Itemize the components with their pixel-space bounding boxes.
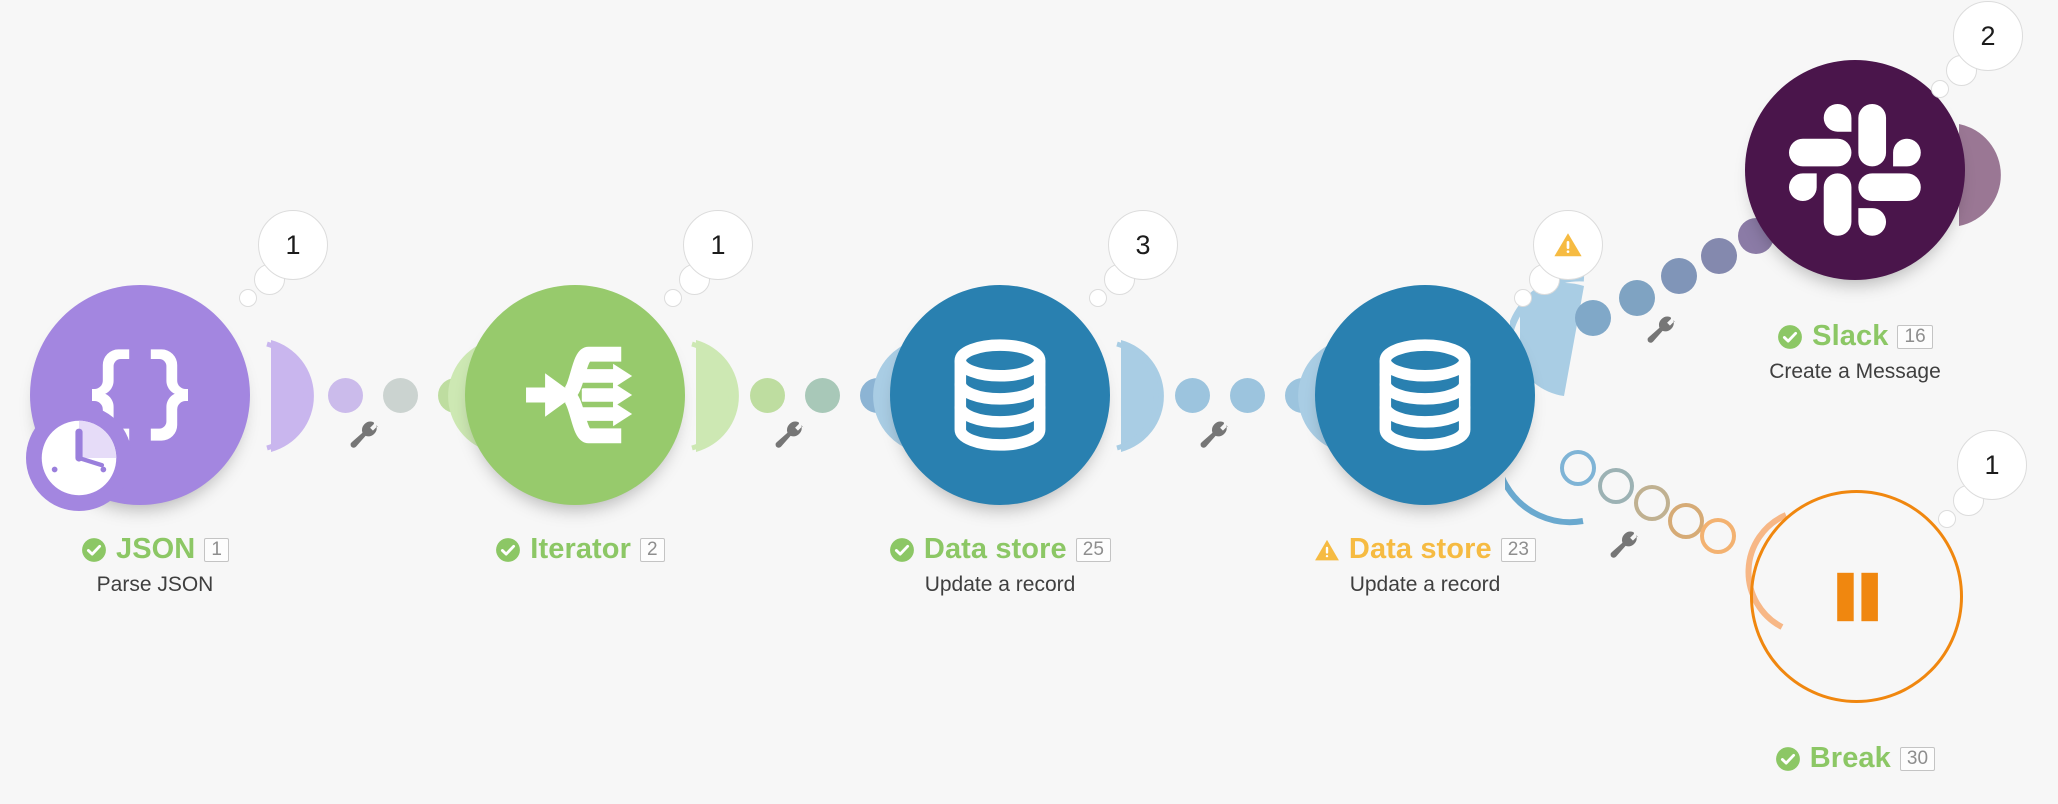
module-badge: 30	[1899, 746, 1936, 771]
module-name: Data store	[1348, 533, 1492, 565]
check-circle-icon	[82, 537, 106, 562]
connector-out-halfmoon	[1116, 340, 1164, 452]
connector-out-halfmoon	[1520, 283, 1584, 396]
connector-ring	[1598, 468, 1634, 504]
bubble-small	[1938, 510, 1956, 528]
wrench-icon[interactable]	[773, 420, 807, 454]
bubble-warning[interactable]	[1533, 210, 1603, 280]
bubble-small	[239, 289, 257, 307]
bubble-count[interactable]: 1	[1957, 430, 2027, 500]
bubble-small	[664, 289, 682, 307]
check-circle-icon	[496, 537, 521, 562]
module-badge: 1	[204, 537, 230, 562]
connector-dot	[1230, 378, 1265, 413]
bubble-count[interactable]: 1	[258, 210, 328, 280]
slack-right-halfmoon	[1959, 124, 2001, 226]
module-disc[interactable]	[890, 285, 1110, 505]
bubble-small	[1931, 80, 1949, 98]
wrench-icon[interactable]	[348, 420, 382, 454]
connector-dot	[383, 378, 418, 413]
module-name: Slack	[1812, 320, 1889, 352]
module-label-json: JSON 1 Parse JSON	[0, 533, 310, 597]
bubble-count[interactable]: 1	[683, 210, 753, 280]
connector-dot	[328, 378, 363, 413]
connector-dot	[1575, 300, 1611, 336]
module-badge: 2	[640, 537, 665, 562]
connector-dot	[750, 378, 785, 413]
connector-out-halfmoon	[266, 340, 314, 452]
connector-dot	[1701, 238, 1737, 274]
database-cylinder-icon	[954, 339, 1046, 451]
module-disc[interactable]	[1750, 490, 1963, 703]
connector-ring	[1700, 518, 1736, 554]
connector-dot	[1661, 258, 1697, 294]
wrench-icon[interactable]	[1645, 315, 1679, 349]
module-badge: 25	[1075, 537, 1112, 562]
module-name: JSON	[115, 533, 196, 565]
connector-branch-arc	[1505, 399, 1584, 526]
module-disc[interactable]	[1745, 60, 1965, 280]
check-circle-icon	[889, 537, 914, 562]
warning-triangle-icon	[1314, 539, 1339, 560]
wrench-icon[interactable]	[1608, 530, 1642, 564]
module-name: Break	[1809, 742, 1891, 774]
module-disc[interactable]	[1315, 285, 1535, 505]
module-label-slack: Slack 16 Create a Message	[1700, 320, 2010, 384]
module-label-break: Break 30	[1700, 742, 2010, 775]
module-operation: Update a record	[924, 573, 1076, 596]
check-circle-icon	[1778, 324, 1803, 349]
module-label-iterator: Iterator 2	[425, 533, 735, 566]
warning-triangle-icon	[1554, 233, 1582, 257]
connector-out-halfmoon	[691, 340, 739, 452]
check-circle-icon	[1775, 746, 1800, 771]
connector-ring	[1668, 503, 1704, 539]
module-disc[interactable]	[465, 285, 685, 505]
iterator-split-arrows-icon	[526, 346, 633, 444]
bubble-count[interactable]: 2	[1953, 1, 2023, 71]
connector-ring	[1560, 450, 1596, 486]
bubble-count[interactable]: 3	[1108, 210, 1178, 280]
database-cylinder-icon	[1379, 339, 1471, 451]
module-name: Data store	[923, 533, 1067, 565]
module-name: Iterator	[530, 533, 632, 565]
connector-dot	[805, 378, 840, 413]
module-label-datastore-25: Data store 25 Update a record	[845, 533, 1155, 597]
module-badge: 16	[1897, 324, 1933, 349]
module-operation: Parse JSON	[96, 573, 214, 596]
pause-icon	[1836, 572, 1878, 621]
module-operation: Create a Message	[1769, 360, 1941, 383]
module-operation: Update a record	[1349, 573, 1501, 596]
slack-hash-icon	[1789, 104, 1921, 236]
schedule-clock-icon[interactable]	[26, 405, 132, 511]
bubble-small	[1514, 289, 1532, 307]
connector-ring	[1634, 485, 1670, 521]
bubble-small	[1089, 289, 1107, 307]
connector-dot	[1175, 378, 1210, 413]
connector-dot	[1619, 280, 1655, 316]
wrench-icon[interactable]	[1198, 420, 1232, 454]
